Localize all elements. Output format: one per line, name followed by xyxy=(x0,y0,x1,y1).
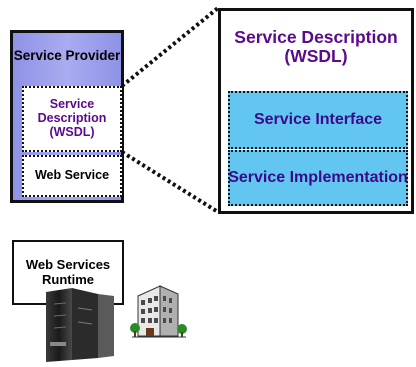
lower-connector-line xyxy=(120,150,220,214)
web-service-label: Web Service xyxy=(34,168,110,183)
service-description-box xyxy=(22,86,122,152)
office-building-icon xyxy=(130,285,187,338)
wsdl-detail-title: Service Description (WSDL) xyxy=(234,26,398,66)
web-services-runtime-label: Web Services Runtime xyxy=(25,257,111,287)
service-provider-title: Service Provider xyxy=(13,47,121,63)
upper-connector-line xyxy=(120,6,220,88)
service-description-label: Service Description (WSDL) xyxy=(37,97,107,139)
service-interface-box xyxy=(228,91,408,149)
service-interface-label: Service Interface xyxy=(253,111,383,129)
service-implementation-box xyxy=(228,150,408,206)
mainframe-server-icon xyxy=(46,288,114,362)
service-implementation-label: Service Implementation xyxy=(228,169,408,187)
web-service-box xyxy=(22,155,122,197)
